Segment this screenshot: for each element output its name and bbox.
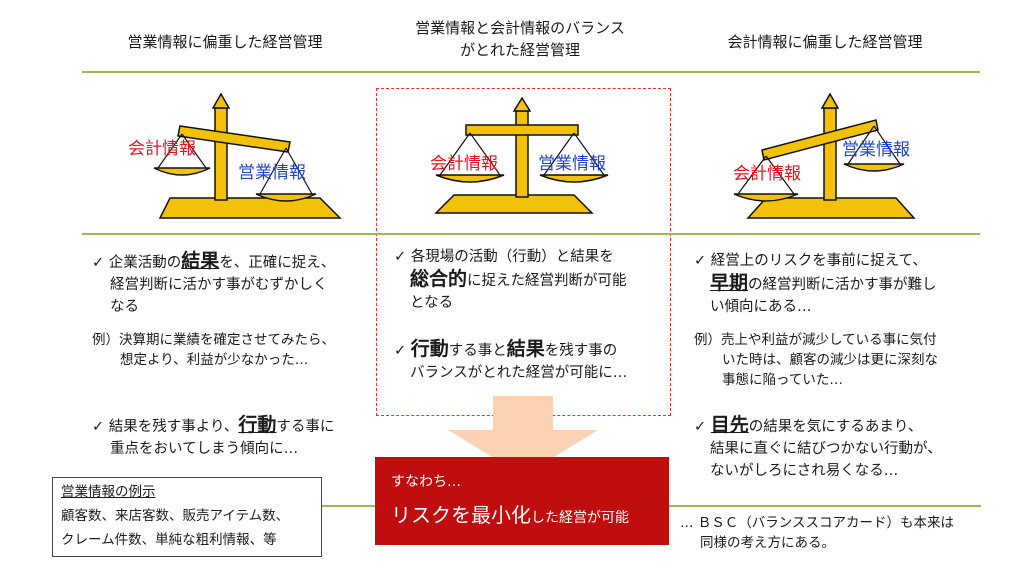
- check-icon: ✓: [694, 419, 707, 435]
- result-box: すなわち… リスクを最小化した経営が可能: [375, 457, 669, 545]
- right-balance-scale-icon: [733, 92, 916, 219]
- left-column-header: 営業情報に偏重した経営管理: [127, 33, 323, 51]
- right-note-line1: … ＢＳＣ（バランススコアカード）も本来は: [680, 515, 955, 531]
- center-b1-post: に捉えた経営判断が可能: [467, 273, 627, 289]
- left-b1-pre: 企業活動の: [108, 255, 182, 271]
- left-b2-line2: 重点をおいてしまう傾向に…: [110, 441, 299, 457]
- examples-line2: クレーム件数、単純な粗利情報、等: [61, 532, 277, 548]
- left-b2-emphasis: 行動: [238, 414, 277, 436]
- right-note-line2: 同様の考え方にある。: [700, 535, 835, 551]
- left-example: 例）決算期に業績を確定させてみたら、 想定より、利益が少なかった…: [92, 330, 382, 370]
- left-balance-scale-icon: [153, 92, 342, 219]
- left-ex-line2: 想定より、利益が少なかった…: [120, 352, 309, 368]
- right-b2-emphasis: 目先: [710, 414, 749, 436]
- left-b1-emphasis: 結果: [181, 250, 220, 272]
- left-sales-label: 営業情報: [238, 163, 306, 183]
- check-icon: ✓: [694, 253, 707, 269]
- right-b2-line2: 結果に直ぐに結びつかない行動が、: [710, 441, 942, 457]
- left-b2-pre: 結果を残す事より、: [108, 419, 239, 435]
- right-ex-line2: いた時は、顧客の減少は更に深刻な: [722, 352, 938, 368]
- right-b1-line1: 経営上のリスクを事前に捉えて、: [710, 253, 927, 269]
- left-b1-line3: なる: [110, 299, 139, 315]
- check-icon: ✓: [92, 255, 105, 271]
- check-icon: ✓: [92, 419, 105, 435]
- left-ex-line1: 決算期に業績を確定させてみたら、: [119, 332, 335, 348]
- result-post: した経営が可能: [531, 510, 629, 526]
- left-accounting-label: 会計情報: [128, 139, 196, 159]
- right-b1-post: の経営判断に活かす事が難し: [748, 277, 937, 293]
- center-b2-emphasis-1: 行動: [410, 338, 449, 360]
- right-b1-emphasis: 早期: [710, 272, 749, 294]
- bottom-divider: [320, 505, 375, 507]
- header-divider: [82, 71, 980, 73]
- right-b2-line3: ないがしろにされ易くなる…: [710, 463, 899, 479]
- center-b1-line1: 各現場の活動（行動）と結果を: [410, 249, 614, 265]
- examples-line1: 顧客数、来店客数、販売アイテム数、: [61, 508, 290, 524]
- left-b2-post: する事に: [276, 419, 335, 435]
- right-ex-line3: 事態に陥っていた…: [722, 372, 843, 388]
- scale-divider: [82, 233, 980, 235]
- examples-title: 営業情報の例示: [61, 484, 156, 500]
- right-bullet-2: ✓ 目先の結果を気にするあまり、 結果に直ぐに結びつかない行動が、 ないがしろに…: [694, 414, 984, 482]
- center-b2-line2: バランスがとれた経営が可能に…: [410, 365, 628, 381]
- bottom-divider-right: [669, 505, 981, 507]
- left-b1-line2: 経営判断に活かす事がむずかしく: [110, 277, 328, 293]
- left-bullet-1: ✓ 企業活動の結果を、正確に捉え、 経営判断に活かす事がむずかしく なる: [92, 250, 372, 318]
- center-b2-mid: する事と: [448, 343, 507, 359]
- center-b1-emphasis: 総合的: [410, 268, 468, 290]
- center-b2-post: を残す事の: [544, 343, 618, 359]
- right-example: 例）売上や利益が減少している事に気付 いた時は、顧客の減少は更に深刻な 事態に陥…: [694, 330, 994, 390]
- center-header-line2: がとれた経営管理: [459, 41, 580, 59]
- center-bullet-2: ✓ 行動する事と結果を残す事の バランスがとれた経営が可能に…: [394, 338, 666, 384]
- right-b2-post: の結果を気にするあまり、: [748, 419, 923, 435]
- right-accounting-label: 会計情報: [733, 164, 801, 184]
- center-header-line1: 営業情報と会計情報のバランス: [415, 19, 625, 37]
- down-arrow-icon: [448, 396, 598, 476]
- right-note: … ＢＳＣ（バランススコアカード）も本来は 同様の考え方にある。: [680, 513, 1000, 553]
- center-balance-scale-icon: [434, 96, 609, 214]
- left-ex-label: 例）: [92, 332, 119, 348]
- center-b1-line3: となる: [410, 295, 454, 311]
- result-emphasis: リスクを最小化: [391, 503, 531, 527]
- result-lead-text: すなわち…: [391, 474, 461, 490]
- right-bullet-1: ✓ 経営上のリスクを事前に捉えて、 早期の経営判断に活かす事が難し い傾向にある…: [694, 250, 984, 318]
- check-icon: ✓: [394, 249, 407, 265]
- right-ex-line1: 売上や利益が減少している事に気付: [721, 332, 937, 348]
- left-b1-post: を、正確に捉え、: [219, 255, 336, 271]
- right-b1-line3: い傾向にある…: [710, 299, 812, 315]
- sales-info-examples-box: 営業情報の例示 顧客数、来店客数、販売アイテム数、 クレーム件数、単純な粗利情報…: [52, 477, 322, 557]
- left-bullet-2: ✓ 結果を残す事より、行動する事に 重点をおいてしまう傾向に…: [92, 414, 382, 460]
- center-b2-emphasis-2: 結果: [506, 338, 545, 360]
- right-ex-label: 例）: [694, 332, 721, 348]
- center-sales-label: 営業情報: [538, 154, 606, 174]
- center-accounting-label: 会計情報: [430, 154, 498, 174]
- center-bullet-1: ✓ 各現場の活動（行動）と結果を 総合的に捉えた経営判断が可能 となる: [394, 246, 664, 314]
- center-column-header: 営業情報と会計情報のバランス がとれた経営管理: [355, 17, 685, 61]
- check-icon: ✓: [394, 343, 407, 359]
- right-column-header: 会計情報に偏重した経営管理: [727, 33, 923, 51]
- right-sales-label: 営業情報: [842, 140, 910, 160]
